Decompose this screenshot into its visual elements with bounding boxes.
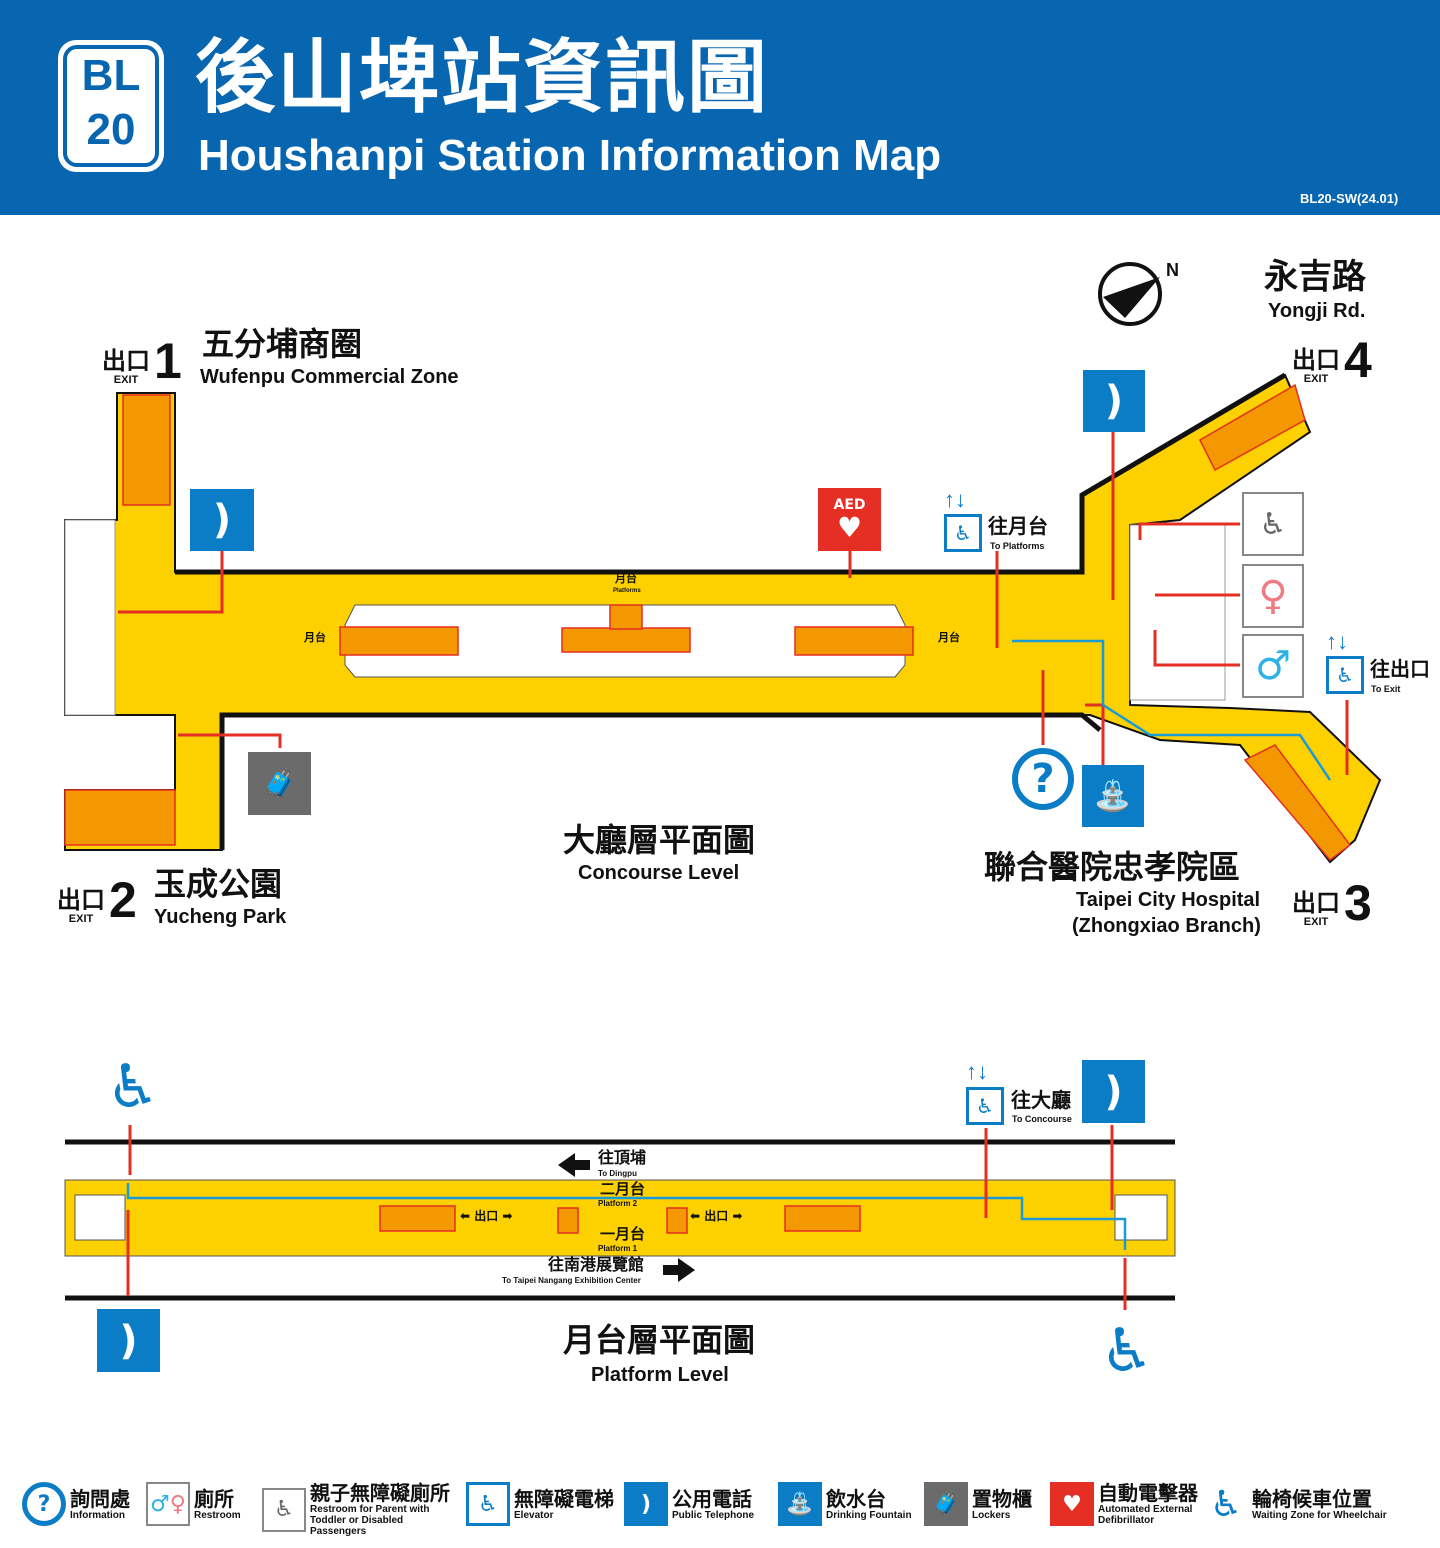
direction-dingpu-en: To Dingpu	[598, 1169, 637, 1178]
line-code: BL	[81, 51, 141, 100]
platform-title-zh: 月台層平面圖	[563, 1321, 756, 1359]
platforms-label-right: 月台	[938, 631, 960, 644]
family-restroom-icon: ♿	[1242, 492, 1304, 556]
platform-level-floor	[64, 1139, 1176, 1301]
to-platforms-zh: 往月台	[988, 514, 1048, 538]
telephone-icon: )	[1082, 1060, 1145, 1123]
platform-1-en: Platform 1	[598, 1244, 638, 1253]
exit-3-name-en: Taipei City Hospital	[1076, 889, 1261, 911]
telephone-icon: )	[97, 1309, 160, 1372]
concourse-title-en: Concourse Level	[578, 862, 740, 884]
accessible-route-concourse	[1012, 639, 1332, 781]
platform-escalators	[379, 1205, 861, 1234]
header-banner: BL 20 後山埤站資訊圖 Houshanpi Station Informati…	[0, 0, 1440, 215]
restroom-icon: ♂♀	[146, 1482, 190, 1526]
exit-3-name-en-branch: (Zhongxiao Branch)	[1072, 915, 1261, 937]
exit-1-name-en: Wufenpu Commercial Zone	[200, 366, 459, 388]
drinking-fountain-icon: ⛲	[1082, 765, 1144, 827]
platforms-label-center-en: Platforms	[613, 588, 641, 594]
direction-nangang-en: To Taipei Nangang Exhibition Center	[502, 1276, 641, 1285]
to-concourse-en: To Concourse	[1012, 1114, 1072, 1124]
title-zh: 後山埤站資訊圖	[195, 31, 769, 124]
telephone-icon: )	[1083, 370, 1145, 432]
exit1-stair-structure	[64, 519, 116, 716]
wheelchair-icon: ♿	[1209, 1483, 1243, 1525]
family-restroom-icon: ♿	[262, 1487, 306, 1532]
locker-icon: 🧳	[924, 1482, 968, 1526]
platforms-label-center: 月台	[615, 572, 637, 585]
to-exit-zh: 往出口	[1370, 657, 1430, 681]
platform-2-zh: 二月台	[600, 1180, 646, 1198]
elevator-arrows-icon: ↑↓	[1326, 629, 1348, 654]
escalators	[64, 383, 1352, 862]
to-concourse-zh: 往大廳	[1011, 1088, 1071, 1112]
title-en: Houshanpi Station Information Map	[198, 131, 942, 180]
exit-3-name-zh: 聯合醫院忠孝院區	[984, 848, 1241, 886]
drinking-fountain-icon: ⛲	[778, 1482, 822, 1526]
telephone-icon: )	[190, 489, 254, 551]
compass-north-label: N	[1166, 260, 1179, 280]
aed-icon: AED♥	[818, 488, 881, 551]
platform-1-zh: 一月台	[600, 1225, 646, 1243]
direction-nangang-zh: 往南港展覽館	[548, 1255, 645, 1274]
platform-title-en: Platform Level	[591, 1364, 729, 1386]
wheelchair-icon: ♿	[1100, 1316, 1154, 1386]
aed-icon: ♥	[1050, 1482, 1094, 1526]
direction-dingpu-zh: 往頂埔	[598, 1148, 647, 1167]
exit-2-name-zh: 玉成公園	[154, 865, 283, 903]
accessible-route-platform	[126, 1183, 1127, 1250]
elevator-icon: ♿	[944, 514, 982, 552]
station-number: 20	[86, 105, 136, 154]
pointer-lines	[118, 432, 1349, 775]
elevator-arrows-icon: ↑↓	[966, 1059, 988, 1084]
exit-4-name-zh: 永吉路	[1264, 257, 1366, 297]
direction-arrows	[558, 1153, 695, 1282]
platform-pointer-lines	[126, 1125, 1127, 1310]
to-exit-en: To Exit	[1371, 684, 1401, 694]
exit-2-name-en: Yucheng Park	[154, 906, 287, 928]
exit-4-name-en: Yongji Rd.	[1268, 300, 1366, 322]
elevator-icon: ♿	[466, 1482, 510, 1526]
elevator-arrows-icon: ↑↓	[944, 487, 966, 512]
information-icon: ?	[22, 1482, 66, 1526]
wheelchair-icon: ♿	[106, 1052, 160, 1122]
elevator-icon: ♿	[966, 1087, 1004, 1125]
to-platforms-en: To Platforms	[990, 541, 1045, 551]
concourse-title-zh: 大廳層平面圖	[563, 821, 756, 859]
telephone-icon: )	[624, 1482, 668, 1526]
platform-exit-left: ⬅ 出口 ➡	[460, 1209, 513, 1223]
platforms-label-left: 月台	[304, 631, 326, 644]
information-icon: ?	[1012, 748, 1074, 810]
document-code: BL20-SW(24.01)	[1300, 191, 1399, 206]
restroom-block	[1129, 524, 1226, 701]
female-restroom-icon: ♀	[1242, 564, 1304, 628]
platform-2-en: Platform 2	[598, 1199, 638, 1208]
station-badge: BL 20	[58, 40, 164, 172]
north-compass-icon	[1098, 262, 1162, 326]
locker-icon: 🧳	[248, 752, 311, 815]
platform-exit-right: ⬅ 出口 ➡	[690, 1209, 743, 1223]
exit-1-name-zh: 五分埔商圈	[202, 325, 363, 363]
male-restroom-icon: ♂	[1242, 634, 1304, 698]
elevator-icon: ♿	[1326, 656, 1364, 694]
